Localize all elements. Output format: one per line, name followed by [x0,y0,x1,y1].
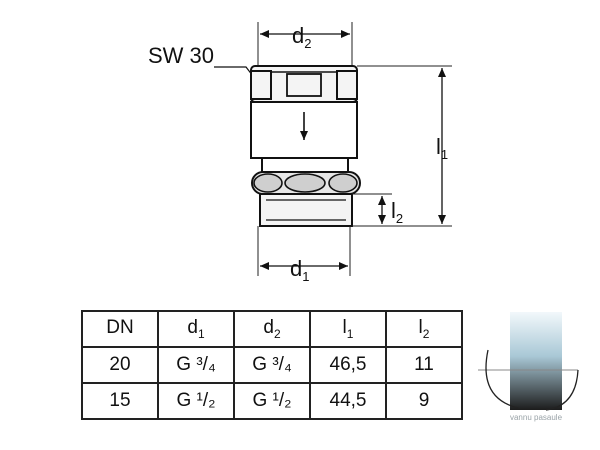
cell-d2: G ¹/₂ [233,382,311,420]
cell-d1: G ¹/₂ [157,382,235,420]
body-neck [261,157,349,173]
header-d2: d2 [233,310,311,348]
table-row: 15 G ¹/₂ G ¹/₂ 44,5 9 [81,382,463,420]
logo-arc-left [485,349,519,409]
cell-l2: 9 [385,382,463,420]
nut-center-slot [286,73,322,97]
dimension-table: DN d1 d2 l1 l2 20 G ³/₄ G ³/₄ 46,5 11 15… [81,310,463,420]
logo-arc-right [545,369,579,411]
cell-l1: 44,5 [309,382,387,420]
l2-label: l2 [391,198,403,226]
cell-dn: 20 [81,346,159,384]
watermark-logo: vannu pasaule [478,312,579,422]
table-header-row: DN d1 d2 l1 l2 [81,310,463,348]
cell-l1: 46,5 [309,346,387,384]
header-l2: l2 [385,310,463,348]
table-row: 20 G ³/₄ G ³/₄ 46,5 11 [81,346,463,384]
nut-size-label: SW 30 [148,43,214,68]
cell-d1: G ³/₄ [157,346,235,384]
logo-text: vannu pasaule [510,413,563,422]
cell-d2: G ³/₄ [233,346,311,384]
header-l1: l1 [309,310,387,348]
nut-left-flat [250,70,272,100]
header-d1: d1 [157,310,235,348]
d1-label: d1 [290,256,309,284]
d2-label: d2 [292,23,311,51]
logo-glass [510,312,562,410]
thread-section [259,193,353,227]
hex-nut [251,171,361,195]
cell-dn: 15 [81,382,159,420]
fitting-drawing: d2 SW 30 d1 l1 l2 [148,22,452,284]
l1-label: l1 [436,134,448,162]
nut-right-flat [336,70,358,100]
header-dn: DN [81,310,159,348]
cell-l2: 11 [385,346,463,384]
